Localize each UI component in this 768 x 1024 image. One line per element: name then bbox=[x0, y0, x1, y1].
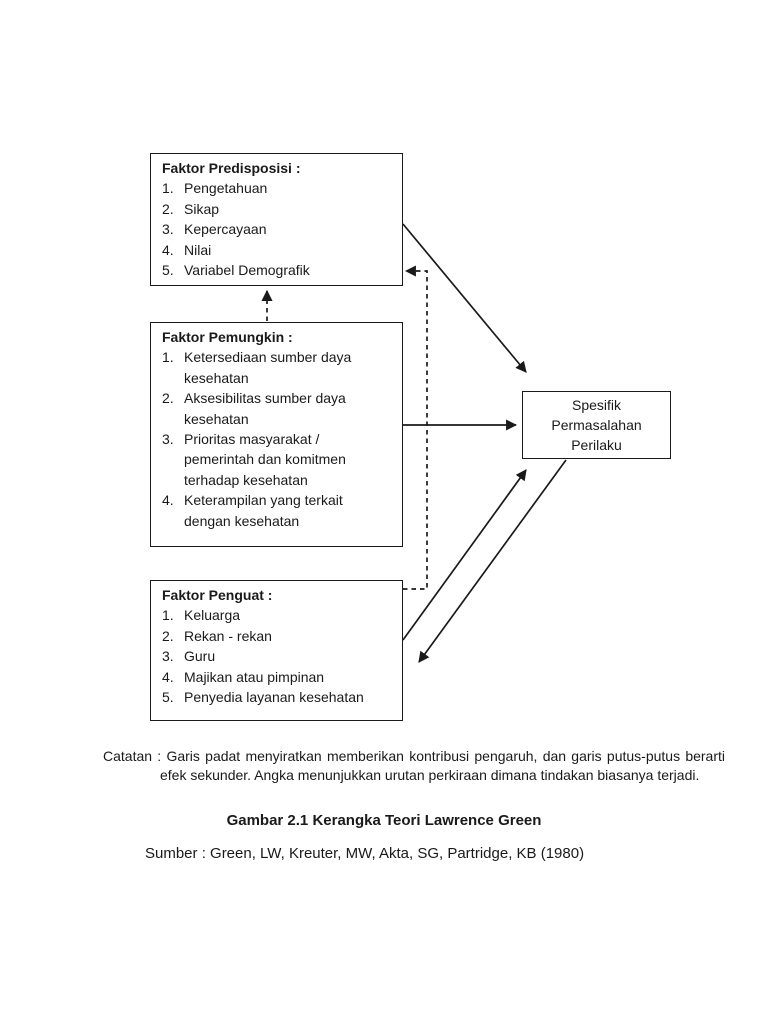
box-title: Faktor Penguat : bbox=[162, 587, 273, 603]
item-number: 4. bbox=[162, 492, 174, 509]
note-catatan: Catatan : Garis padat menyiratkan member… bbox=[103, 747, 725, 785]
list-item: 4. Nilai bbox=[162, 240, 396, 260]
list-item: 5. Penyedia layanan kesehatan bbox=[162, 687, 396, 707]
item-number: 1. bbox=[162, 607, 174, 624]
item-number: 4. bbox=[162, 241, 174, 258]
item-text: Ketersediaan sumber daya kesehatan bbox=[184, 349, 352, 386]
arrow-perilaku-to-penguat bbox=[418, 459, 567, 663]
item-number: 2. bbox=[162, 627, 174, 644]
item-number: 3. bbox=[162, 221, 174, 238]
box-faktor-pemungkin: Faktor Pemungkin : 1. Ketersediaan sumbe… bbox=[150, 322, 403, 547]
item-text: Nilai bbox=[184, 241, 212, 258]
item-text: Rekan - rekan bbox=[184, 627, 272, 644]
item-number: 3. bbox=[162, 648, 174, 665]
note-text: Garis padat menyiratkan memberikan kontr… bbox=[160, 748, 726, 783]
list-item: 2. Rekan - rekan bbox=[162, 626, 396, 646]
spesifik-line: Spesifik bbox=[571, 397, 622, 413]
list-item: 1. Keluarga bbox=[162, 605, 396, 625]
list-item: 2. Sikap bbox=[162, 199, 396, 219]
item-number: 3. bbox=[162, 431, 174, 448]
list-item: 3. Guru bbox=[162, 646, 396, 666]
arrow-predisposisi-to-perilaku bbox=[402, 223, 527, 373]
box-faktor-penguat: Faktor Penguat : 1. Keluarga 2. Rekan - … bbox=[150, 580, 403, 721]
arrow-penguat-to-perilaku bbox=[402, 469, 527, 641]
item-text: Penyedia layanan kesehatan bbox=[184, 689, 364, 706]
item-text: Variabel Demografik bbox=[184, 262, 310, 279]
item-number: 5. bbox=[162, 262, 174, 279]
item-number: 1. bbox=[162, 180, 174, 197]
item-number: 5. bbox=[162, 689, 174, 706]
item-text: Kepercayaan bbox=[184, 221, 267, 238]
list-item: 3. Kepercayaan bbox=[162, 219, 396, 239]
spesifik-line: Permasalahan bbox=[551, 417, 642, 433]
note-label: Catatan : bbox=[103, 748, 162, 764]
spesifik-line: Perilaku bbox=[571, 437, 622, 453]
item-number: 2. bbox=[162, 390, 174, 407]
item-number: 1. bbox=[162, 349, 174, 366]
item-text: Keluarga bbox=[184, 607, 241, 624]
box-title: Faktor Pemungkin : bbox=[162, 329, 293, 345]
item-text: Sikap bbox=[184, 200, 220, 217]
item-text: Aksesibilitas sumber daya kesehatan bbox=[184, 390, 346, 427]
item-text: Keterampilan yang terkait dengan kesehat… bbox=[184, 492, 343, 529]
list-item: 3. Prioritas masyarakat / pemerintah dan… bbox=[162, 429, 396, 490]
list-item: 1. Ketersediaan sumber daya kesehatan bbox=[162, 347, 396, 388]
item-number: 4. bbox=[162, 668, 174, 685]
list-item: 5. Variabel Demografik bbox=[162, 260, 396, 280]
item-text: Pengetahuan bbox=[184, 180, 268, 197]
list-item: 1. Pengetahuan bbox=[162, 178, 396, 198]
figure-caption: Gambar 2.1 Kerangka Teori Lawrence Green bbox=[226, 812, 542, 829]
item-text: Majikan atau pimpinan bbox=[184, 668, 325, 685]
box-faktor-predisposisi: Faktor Predisposisi : 1. Pengetahuan 2. … bbox=[150, 153, 403, 286]
list-item: 4. Majikan atau pimpinan bbox=[162, 667, 396, 687]
list-item: 4. Keterampilan yang terkait dengan kese… bbox=[162, 490, 396, 531]
item-text: Prioritas masyarakat / pemerintah dan ko… bbox=[184, 431, 346, 488]
arrow-dashed-penguat-to-predisposisi bbox=[403, 265, 428, 590]
box-spesifik-permasalahan-perilaku: Spesifik Permasalahan Perilaku bbox=[522, 391, 671, 459]
item-text: Guru bbox=[184, 648, 216, 665]
source-line: Sumber : Green, LW, Kreuter, MW, Akta, S… bbox=[145, 845, 585, 862]
list-item: 2. Aksesibilitas sumber daya kesehatan bbox=[162, 388, 396, 429]
box-title: Faktor Predisposisi : bbox=[162, 160, 301, 176]
item-number: 2. bbox=[162, 200, 174, 217]
